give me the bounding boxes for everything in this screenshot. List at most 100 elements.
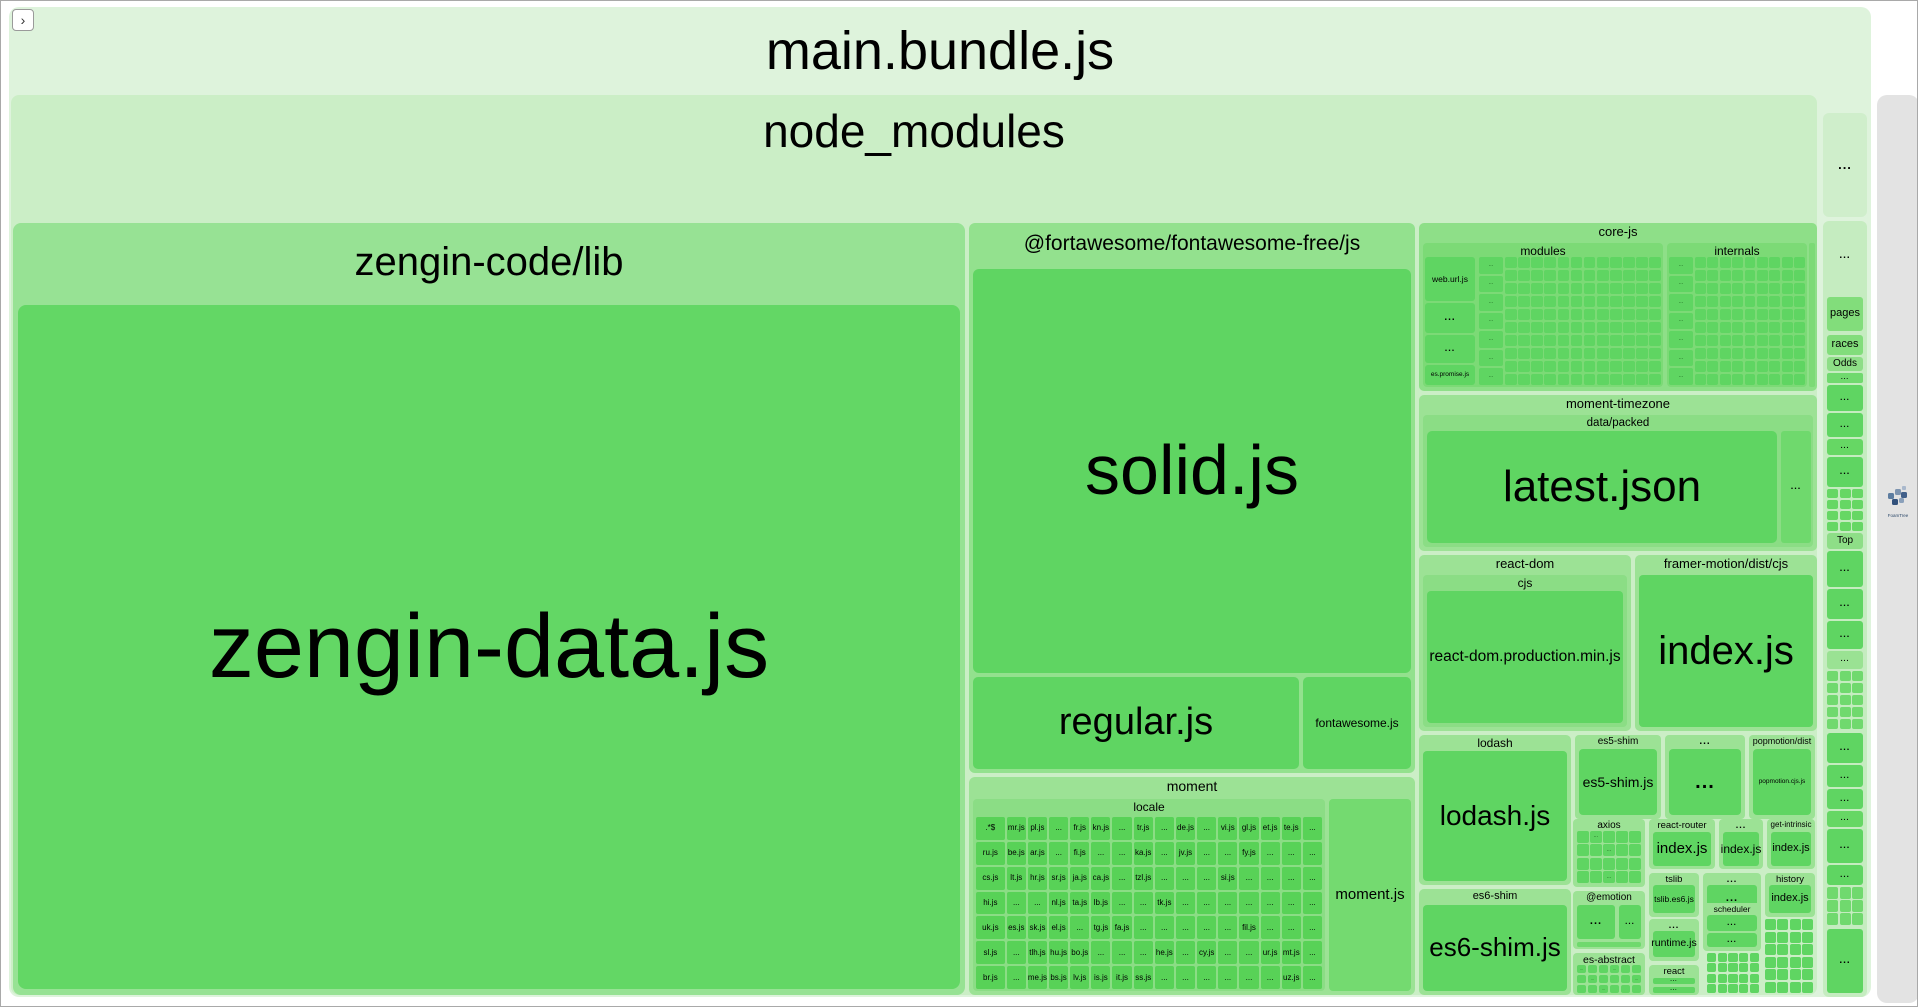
g-locale-cell[interactable]: ru.js bbox=[976, 841, 1005, 865]
g-internals-col-cell[interactable]: ... bbox=[1669, 294, 1693, 311]
g-locale-cell[interactable]: ... bbox=[1281, 916, 1301, 940]
g-axios-cell[interactable] bbox=[1577, 871, 1589, 883]
strip-misc-g[interactable]: ... bbox=[1827, 551, 1863, 587]
g-internals-dense-cell[interactable] bbox=[1744, 334, 1756, 347]
g-modules-dense-cell[interactable] bbox=[1505, 257, 1517, 269]
g-internals-dense-cell[interactable] bbox=[1781, 282, 1793, 295]
g-locale-cell[interactable]: ... bbox=[1175, 866, 1196, 890]
strip-misc-d[interactable]: ... bbox=[1827, 413, 1863, 437]
g-locale-cell[interactable]: ... bbox=[1197, 966, 1217, 989]
g-strip-mosaic-2-cell[interactable] bbox=[1839, 718, 1851, 729]
g-mosaic-3-cell[interactable] bbox=[1707, 973, 1717, 983]
g-es-abstract-cell[interactable]: ... bbox=[1587, 974, 1598, 984]
g-internals-dense-cell[interactable] bbox=[1769, 257, 1781, 269]
g-locale-cell[interactable]: ... bbox=[1302, 966, 1322, 989]
g-modules-dense-cell[interactable] bbox=[1623, 347, 1635, 360]
g-modules-dense-cell[interactable] bbox=[1570, 373, 1583, 385]
g-locale-cell[interactable]: ... bbox=[1175, 941, 1196, 965]
g-modules-dense-cell[interactable] bbox=[1570, 334, 1583, 347]
strip-misc-j[interactable]: ... bbox=[1827, 651, 1863, 669]
g-strip-mosaic-2-cell[interactable] bbox=[1827, 671, 1838, 682]
g-modules-col-cell[interactable]: ... bbox=[1479, 257, 1503, 274]
g-internals-dense-cell[interactable] bbox=[1719, 373, 1731, 385]
g-mosaic-3-cell[interactable] bbox=[1707, 953, 1717, 962]
g-modules-dense-cell[interactable] bbox=[1570, 269, 1583, 282]
g-modules-dense-cell[interactable] bbox=[1610, 282, 1622, 295]
core-js-misc-1[interactable]: ... bbox=[1425, 303, 1475, 333]
g-strip-mosaic-2-cell[interactable] bbox=[1852, 694, 1863, 706]
g-internals-dense-cell[interactable] bbox=[1732, 347, 1744, 360]
g-locale-cell[interactable]: be.js bbox=[1006, 841, 1026, 865]
strip-misc-h[interactable]: ... bbox=[1827, 589, 1863, 619]
strip-misc-f[interactable]: ... bbox=[1827, 457, 1863, 487]
g-locale-cell[interactable]: ... bbox=[1154, 841, 1174, 865]
g-locale-cell[interactable]: is.js bbox=[1091, 966, 1111, 989]
g-es-abstract-cell[interactable] bbox=[1620, 965, 1631, 974]
g-modules-dense-cell[interactable] bbox=[1531, 257, 1543, 269]
g-mosaic-4-cell[interactable] bbox=[1802, 956, 1813, 968]
g-locale-cell[interactable]: ... bbox=[1302, 941, 1322, 965]
g-internals-dense-cell[interactable] bbox=[1756, 269, 1768, 282]
g-strip-mosaic-2-cell[interactable] bbox=[1839, 671, 1851, 682]
g-modules-dense-cell[interactable] bbox=[1570, 360, 1583, 373]
g-axios-cell[interactable] bbox=[1629, 831, 1641, 843]
g-locale-cell[interactable]: ... bbox=[1091, 941, 1111, 965]
g-mosaic-3-cell[interactable] bbox=[1707, 984, 1717, 993]
g-internals-dense-cell[interactable] bbox=[1719, 321, 1731, 334]
g-modules-dense-cell[interactable] bbox=[1531, 334, 1543, 347]
g-modules-dense-cell[interactable] bbox=[1610, 295, 1622, 308]
g-modules-dense-cell[interactable] bbox=[1557, 321, 1570, 334]
g-es-abstract-cell[interactable] bbox=[1631, 984, 1641, 993]
g-modules-dense-cell[interactable] bbox=[1518, 295, 1530, 308]
g-internals-dense-cell[interactable] bbox=[1719, 308, 1731, 321]
g-locale-cell[interactable]: it.js bbox=[1112, 966, 1132, 989]
g-locale-cell[interactable]: ss.js bbox=[1133, 966, 1153, 989]
g-mosaic-3-cell[interactable] bbox=[1707, 963, 1717, 973]
g-internals-col-cell[interactable]: ... bbox=[1669, 312, 1693, 330]
g-locale-cell[interactable]: ... bbox=[1133, 941, 1153, 965]
g-modules-dense-cell[interactable] bbox=[1583, 282, 1596, 295]
g-modules-col-cell[interactable]: ... bbox=[1479, 331, 1503, 348]
g-locale-cell[interactable]: ... bbox=[1302, 866, 1322, 890]
g-axios-cell[interactable]: ... bbox=[1590, 831, 1602, 843]
g-es-abstract-cell[interactable] bbox=[1587, 984, 1598, 993]
g-strip-mosaic-3-cell[interactable] bbox=[1827, 900, 1838, 912]
g-internals-dense-cell[interactable] bbox=[1719, 269, 1731, 282]
g-locale-cell[interactable]: tk.js bbox=[1154, 891, 1174, 915]
g-modules-dense-cell[interactable] bbox=[1636, 308, 1648, 321]
g-internals-dense-cell[interactable] bbox=[1781, 308, 1793, 321]
history-index-js[interactable]: index.js bbox=[1769, 885, 1811, 913]
g-locale-cell[interactable]: sr.js bbox=[1049, 866, 1069, 890]
g-modules-dense-cell[interactable] bbox=[1557, 269, 1570, 282]
g-internals-dense-cell[interactable] bbox=[1707, 347, 1719, 360]
g-internals-dense-cell[interactable] bbox=[1781, 257, 1793, 269]
g-internals-dense-cell[interactable] bbox=[1769, 360, 1781, 373]
strip-misc-e[interactable]: ... bbox=[1827, 439, 1863, 455]
strip-misc-k[interactable]: ... bbox=[1827, 733, 1863, 763]
g-mosaic-4-cell[interactable] bbox=[1777, 919, 1789, 931]
g-es-abstract-cell[interactable] bbox=[1609, 984, 1620, 993]
g-es-abstract-cell[interactable] bbox=[1577, 984, 1587, 993]
g-locale-cell[interactable]: ... bbox=[1006, 966, 1026, 989]
g-locale-cell[interactable]: ... bbox=[1133, 916, 1153, 940]
g-axios-cell[interactable] bbox=[1577, 844, 1589, 857]
g-locale-cell[interactable]: mt.js bbox=[1281, 941, 1301, 965]
g-internals-dense-cell[interactable] bbox=[1794, 282, 1805, 295]
g-modules-dense-cell[interactable] bbox=[1557, 295, 1570, 308]
g-modules-dense-cell[interactable] bbox=[1570, 321, 1583, 334]
g-modules-dense-cell[interactable] bbox=[1596, 347, 1609, 360]
g-internals-dense-cell[interactable] bbox=[1756, 257, 1768, 269]
g-strip-mosaic-1-cell[interactable] bbox=[1852, 510, 1863, 521]
g-locale-cell[interactable]: pl.js bbox=[1027, 817, 1048, 840]
g-mosaic-4-cell[interactable] bbox=[1777, 956, 1789, 968]
strip-odds[interactable]: Odds bbox=[1827, 357, 1863, 371]
g-internals-col-cell[interactable]: ... bbox=[1669, 368, 1693, 385]
g-mosaic-3-cell[interactable] bbox=[1749, 984, 1759, 993]
web-url-js[interactable]: web.url.js bbox=[1425, 257, 1475, 301]
g-locale-cell[interactable]: ca.js bbox=[1091, 866, 1111, 890]
g-modules-dense-cell[interactable] bbox=[1544, 321, 1556, 334]
g-mosaic-3-cell[interactable] bbox=[1739, 984, 1749, 993]
strip-misc-p[interactable]: ... bbox=[1827, 865, 1863, 885]
g-internals-dense-cell[interactable] bbox=[1695, 373, 1706, 385]
g-axios-cell[interactable] bbox=[1590, 844, 1602, 857]
